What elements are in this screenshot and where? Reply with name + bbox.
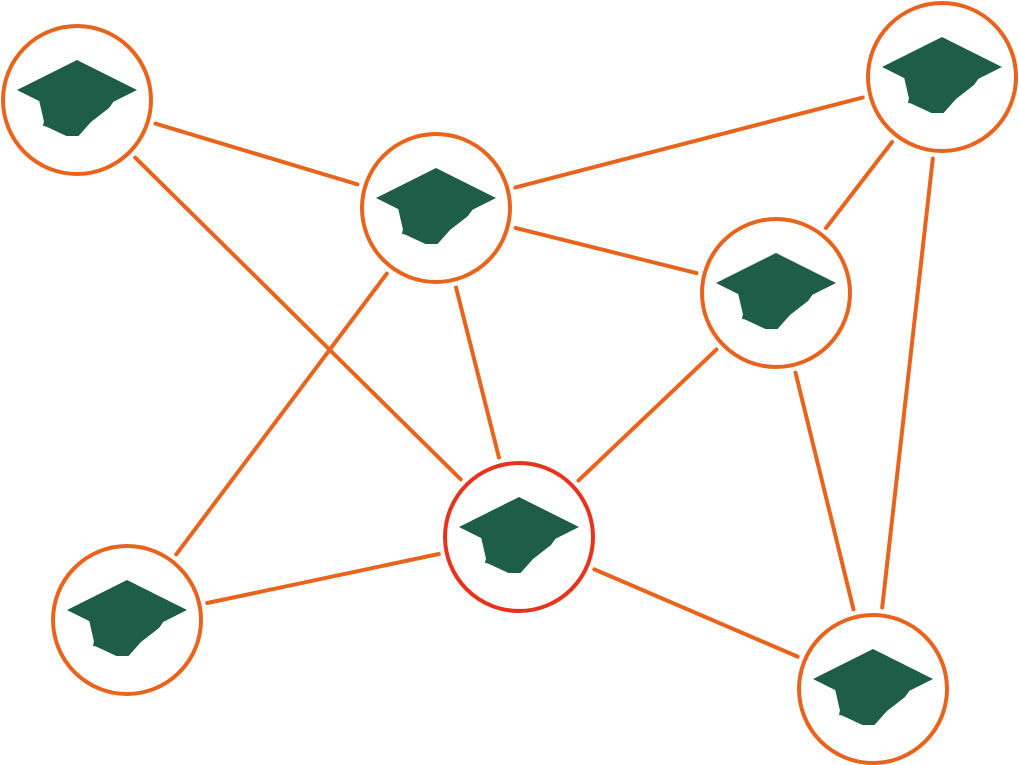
edge-center-bottom-left	[205, 551, 441, 606]
edge-upper-center-bottom-left	[174, 271, 389, 557]
edge-top-right-middle-right	[823, 140, 895, 230]
node-bottom-left	[51, 544, 203, 696]
edge-upper-center-top-right	[513, 95, 865, 190]
node-center	[443, 461, 595, 613]
node-top-left	[1, 24, 153, 176]
edge-middle-right-center	[576, 347, 719, 483]
node-bottom-right	[797, 613, 949, 765]
edge-top-right-bottom-right	[880, 156, 935, 610]
node-top-right	[866, 1, 1018, 153]
node-middle-right	[700, 217, 852, 369]
edge-top-left-upper-center	[153, 121, 360, 187]
edges-layer	[133, 95, 935, 659]
edge-center-bottom-right	[592, 567, 800, 659]
node-upper-center	[360, 132, 512, 284]
edge-upper-center-middle-right	[513, 225, 699, 276]
edge-middle-right-bottom-right	[793, 370, 856, 612]
edge-upper-center-center	[454, 285, 501, 460]
edge-top-left-center	[133, 155, 463, 482]
